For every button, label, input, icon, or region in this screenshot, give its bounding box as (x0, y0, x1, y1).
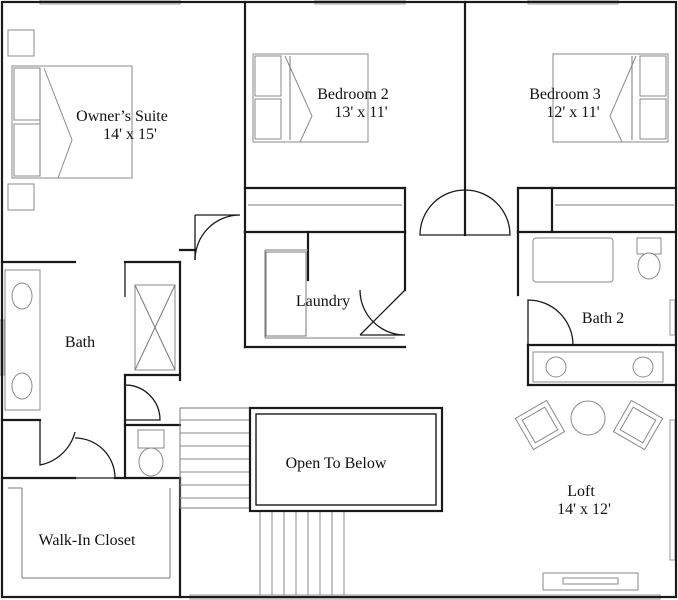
bedroom2-name: Bedroom 2 (317, 86, 389, 103)
bedroom3-name: Bedroom 3 (529, 86, 601, 103)
laundry-name: Laundry (296, 293, 350, 310)
bedroom2-dims: 13' x 11' (334, 104, 387, 121)
room-label-bedroom3: Bedroom 3 12' x 11' (529, 86, 601, 121)
stairs (179, 407, 345, 595)
room-label-loft: Loft 14' x 12' (557, 483, 611, 518)
walkin-closet-name: Walk-In Closet (39, 532, 136, 549)
loft-dims: 14' x 12' (557, 501, 611, 518)
open-to-below-name: Open To Below (286, 455, 387, 472)
loft-name: Loft (567, 483, 595, 500)
open-to-below-outline (248, 406, 444, 513)
bedroom3-bed (552, 53, 669, 143)
bath-fixtures (4, 269, 176, 477)
room-label-bedroom2: Bedroom 2 13' x 11' (317, 86, 389, 121)
doors (39, 189, 574, 479)
owners-suite-dims: 14' x 15' (103, 126, 157, 143)
bath2-name: Bath 2 (582, 310, 624, 327)
laundry-appliances (265, 251, 307, 337)
owners-suite-name: Owner’s Suite (76, 108, 168, 125)
bedroom2-bed (252, 53, 369, 143)
room-label-owners-suite: Owner’s Suite 14' x 15' (76, 108, 168, 143)
owners-bed (7, 29, 133, 211)
bath2-fixtures (532, 237, 664, 383)
bedroom3-dims: 12' x 11' (546, 104, 599, 121)
closet-shelves (8, 204, 674, 579)
loft-furniture (514, 399, 664, 591)
bath-name: Bath (65, 334, 95, 351)
